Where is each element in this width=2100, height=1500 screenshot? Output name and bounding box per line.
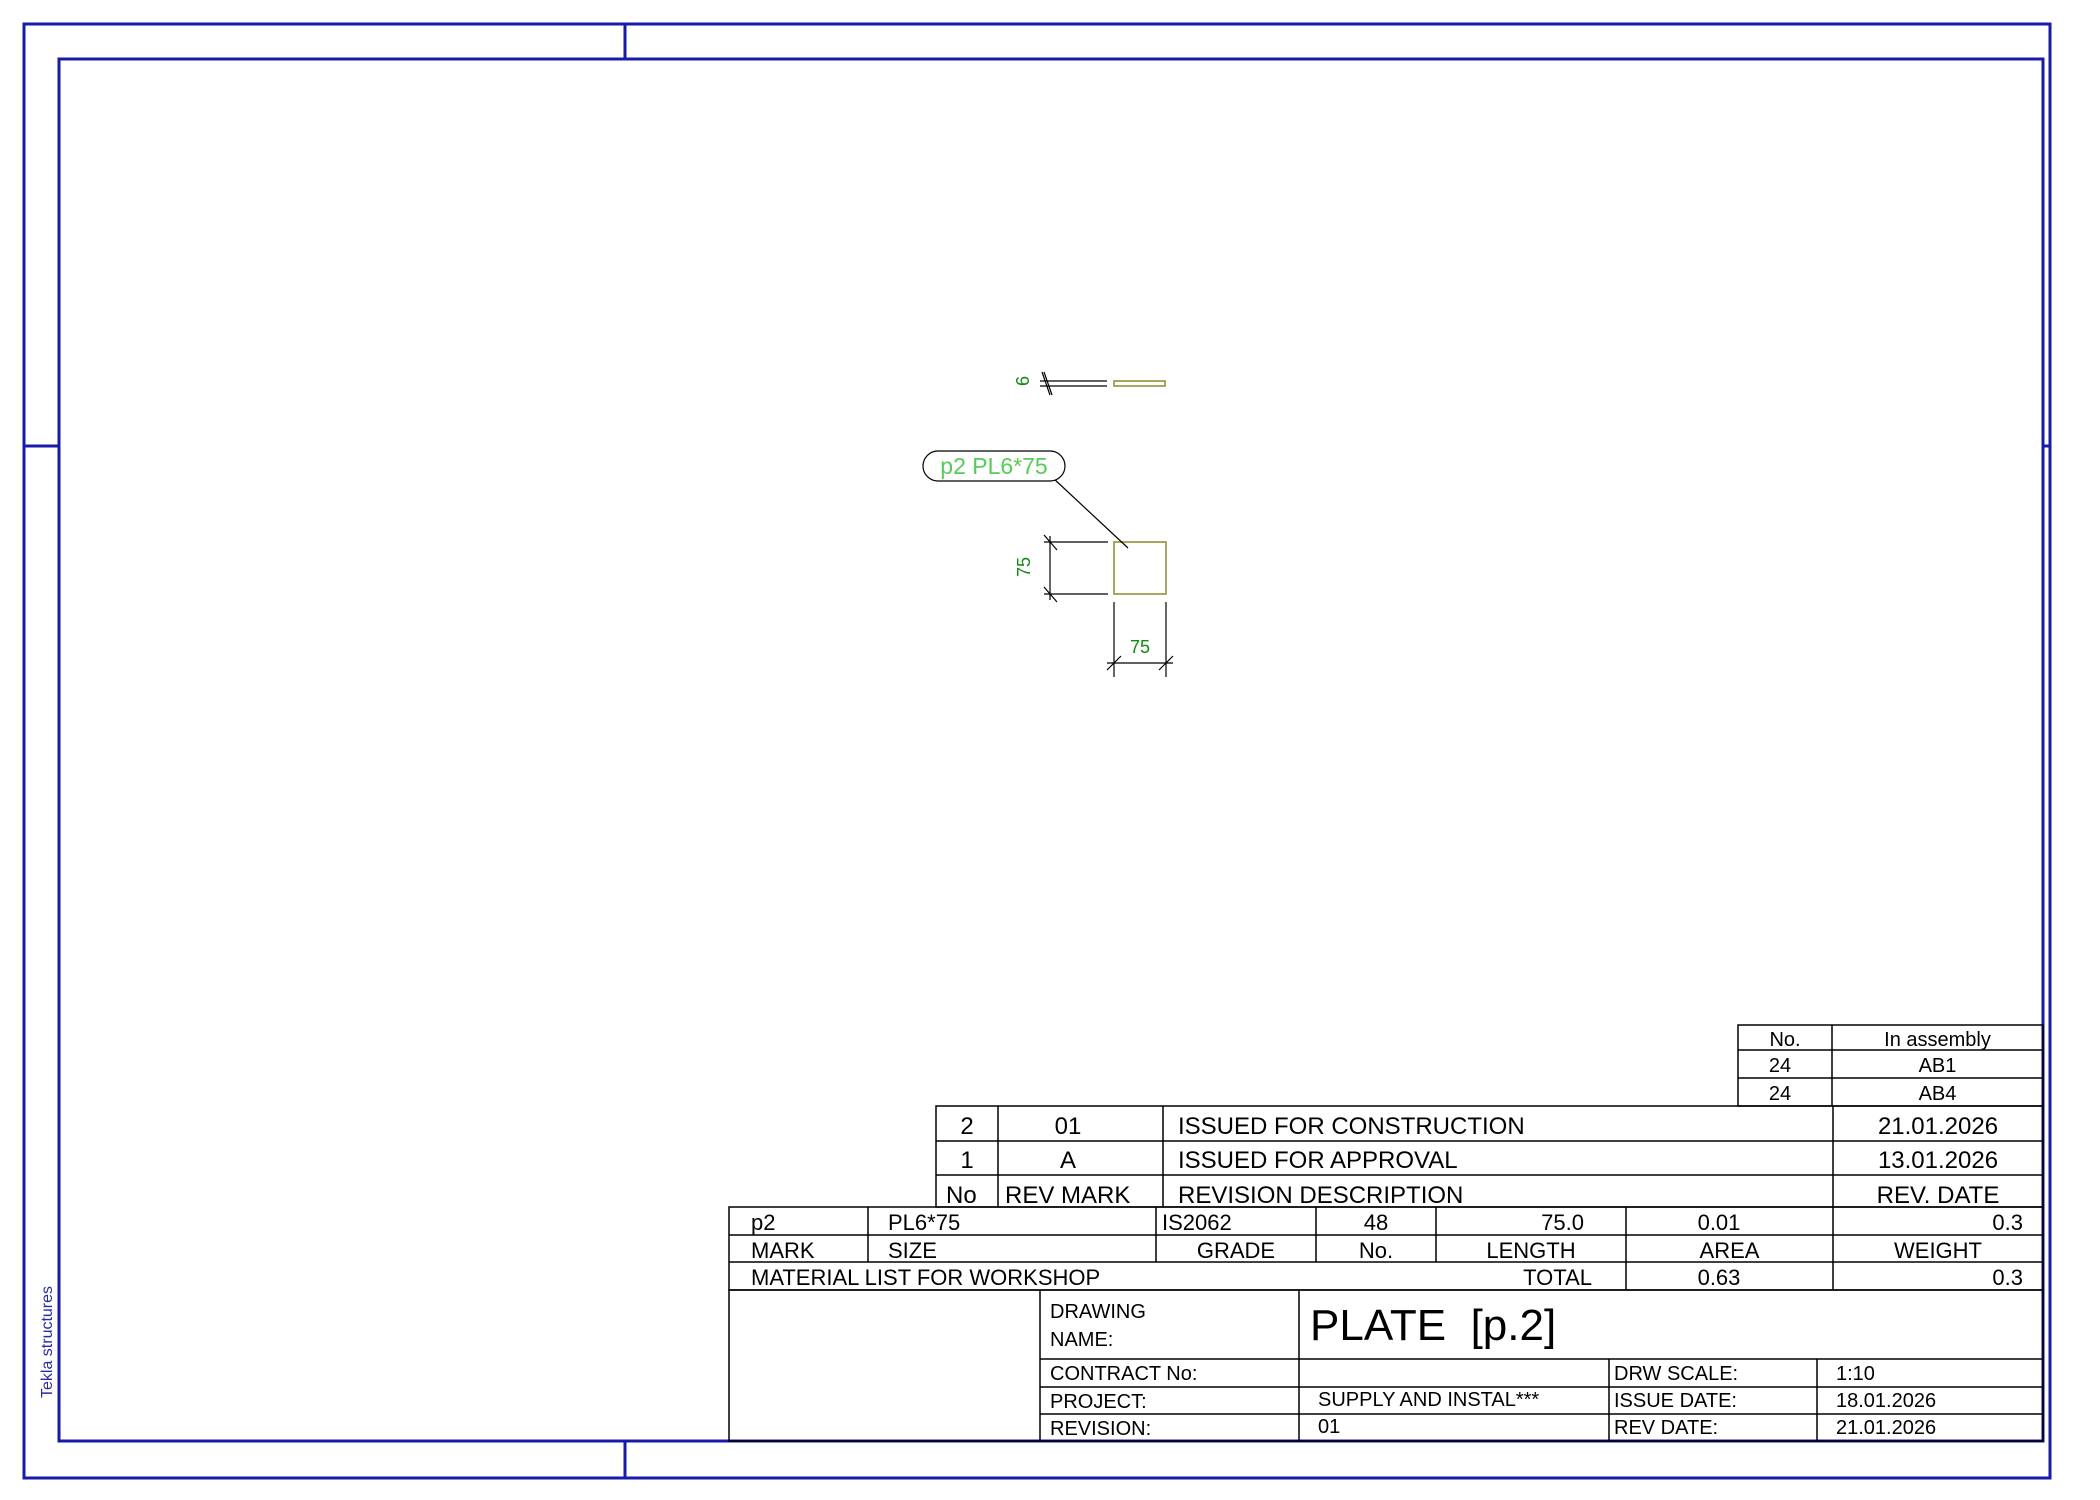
revision-value: 01: [1318, 1416, 1341, 1438]
material-total-weight: 0.3: [1992, 1265, 2023, 1290]
side-label: Tekla structures: [39, 1285, 56, 1398]
revision-row-1-no: 2: [960, 1113, 974, 1140]
revision-row-1-mark: 01: [1054, 1113, 1082, 1140]
material-header-length: LENGTH: [1486, 1238, 1576, 1263]
material-size: PL6*75: [888, 1210, 961, 1235]
scale-value: 1:10: [1836, 1363, 1875, 1385]
dim-tick: [1041, 371, 1051, 396]
part-thickness-view: [1040, 371, 1166, 396]
part-plan-view: [1043, 477, 1174, 677]
material-length: 75.0: [1541, 1210, 1584, 1235]
rev-date-value: 21.01.2026: [1836, 1417, 1937, 1439]
assembly-header-no: No.: [1769, 1029, 1801, 1051]
material-total-area: 0.63: [1697, 1265, 1741, 1290]
revision-label: REVISION:: [1050, 1418, 1152, 1440]
assembly-row-2-name: AB4: [1918, 1083, 1957, 1105]
project-value: SUPPLY AND INSTAL***: [1318, 1389, 1540, 1411]
height-dimension-lines: [1043, 534, 1108, 603]
revision-header-no: No: [946, 1182, 977, 1209]
part-label-bubble: [922, 450, 1066, 482]
revision-row-1-description: ISSUED FOR CONSTRUCTION: [1178, 1113, 1525, 1140]
contract-label: CONTRACT No:: [1050, 1363, 1198, 1385]
material-header-no: No.: [1358, 1238, 1394, 1263]
thickness-dimension-label: 6: [1013, 375, 1034, 387]
issue-date-value: 18.01.2026: [1836, 1390, 1937, 1412]
material-header-grade: GRADE: [1196, 1238, 1276, 1263]
material-area: 0.01: [1697, 1210, 1741, 1235]
material-header-area: AREA: [1699, 1238, 1760, 1263]
revision-row-2-date: 13.01.2026: [1877, 1147, 1999, 1174]
drawing-name-label-1: DRAWING: [1050, 1301, 1146, 1323]
issue-date-label: ISSUE DATE:: [1614, 1390, 1737, 1412]
drawing-name-label-2: NAME:: [1050, 1329, 1114, 1351]
height-dimension-label: 75: [1014, 556, 1035, 578]
revision-row-2-description: ISSUED FOR APPROVAL: [1178, 1147, 1458, 1174]
drawing-name: PLATE [p.2]: [1310, 1301, 1557, 1350]
part-label: p2 PL6*75: [940, 453, 1048, 479]
assembly-row-2-no: 24: [1768, 1083, 1792, 1105]
assembly-row-1-no: 24: [1768, 1055, 1792, 1077]
material-total-label: TOTAL: [1523, 1265, 1592, 1290]
title-block-lines: [728, 1289, 2044, 1442]
revision-row-1-date: 21.01.2026: [1877, 1113, 1999, 1140]
width-dimension-lines: [1106, 602, 1174, 677]
material-list-title: MATERIAL LIST FOR WORKSHOP: [751, 1265, 1101, 1290]
scale-label: DRW SCALE:: [1614, 1363, 1739, 1385]
revision-header-date: REV. DATE: [1876, 1182, 2000, 1209]
material-grade: IS2062: [1162, 1210, 1232, 1235]
revision-row-2-no: 1: [960, 1147, 974, 1174]
assembly-header-in-assembly: In assembly: [1884, 1029, 1991, 1051]
rev-date-label: REV DATE:: [1614, 1417, 1719, 1439]
plate-edge-outline: [1113, 380, 1166, 387]
material-no: 48: [1363, 1210, 1389, 1235]
material-header-size: SIZE: [888, 1238, 937, 1263]
project-label: PROJECT:: [1050, 1391, 1147, 1413]
material-header-mark: MARK: [751, 1238, 815, 1263]
width-dimension-label: 75: [1129, 637, 1151, 657]
revision-header-mark: REV MARK: [1005, 1182, 1131, 1209]
assembly-table-lines: [1737, 1024, 2044, 1107]
label-leader: [1052, 477, 1129, 549]
revision-row-2-mark: A: [1059, 1147, 1076, 1174]
material-header-weight: WEIGHT: [1894, 1238, 1982, 1263]
revision-header-description: REVISION DESCRIPTION: [1178, 1182, 1464, 1209]
assembly-row-1-name: AB1: [1918, 1055, 1957, 1077]
material-mark: p2: [751, 1210, 776, 1235]
revision-table-lines: [935, 1105, 2044, 1208]
material-weight: 0.3: [1992, 1210, 2023, 1235]
plate-outline: [1113, 541, 1167, 595]
